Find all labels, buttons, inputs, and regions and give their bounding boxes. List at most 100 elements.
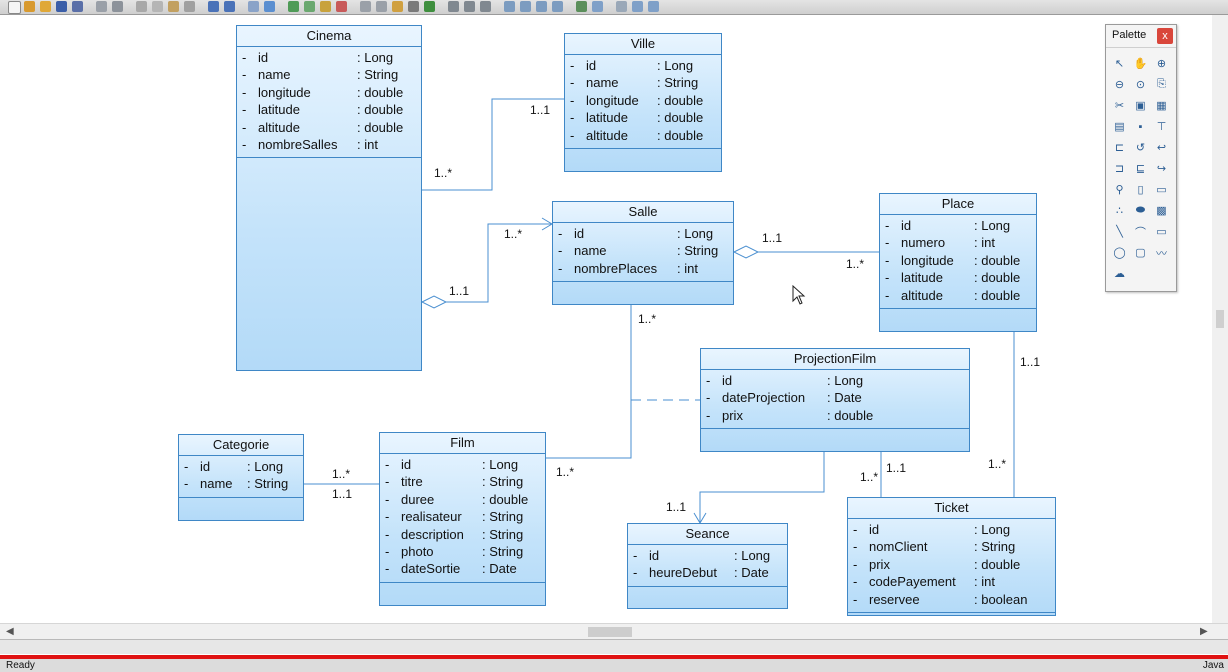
attribute-type: : String bbox=[657, 75, 699, 91]
layout-icon[interactable] bbox=[360, 1, 371, 12]
diagram-canvas[interactable]: Cinema -id: Long -name: String -longitud… bbox=[6, 15, 1212, 623]
link-tool-icon[interactable] bbox=[408, 1, 419, 12]
class-salle[interactable]: Salle -id: Long -name: String -nombrePla… bbox=[552, 201, 734, 305]
cascade-icon[interactable] bbox=[648, 1, 659, 12]
redo-icon[interactable] bbox=[224, 1, 235, 12]
forward-icon[interactable] bbox=[480, 1, 491, 12]
paste-icon[interactable] bbox=[168, 1, 179, 12]
attribute-type: : String bbox=[482, 543, 524, 559]
ellipse-icon[interactable]: ◯ bbox=[1113, 247, 1126, 259]
horizontal-scrollbar-thumb[interactable] bbox=[588, 627, 632, 637]
diagram-icon[interactable] bbox=[592, 1, 603, 12]
zoom-fit-icon[interactable]: ⊙ bbox=[1135, 79, 1146, 91]
association-icon[interactable]: ⊏ bbox=[1114, 142, 1125, 154]
properties-icon[interactable] bbox=[248, 1, 259, 12]
return-arrow-icon[interactable]: ↩ bbox=[1156, 142, 1167, 154]
pen-icon[interactable] bbox=[392, 1, 403, 12]
comment-icon[interactable]: ▭ bbox=[1156, 184, 1167, 196]
rounded-rect-icon[interactable]: ▢ bbox=[1135, 247, 1146, 259]
model-icon[interactable] bbox=[576, 1, 587, 12]
save-all-icon[interactable] bbox=[72, 1, 83, 12]
view-list-icon[interactable] bbox=[520, 1, 531, 12]
check-model-icon[interactable] bbox=[336, 1, 347, 12]
table-icon[interactable]: ▦ bbox=[1156, 100, 1167, 112]
class-film[interactable]: Film -id: Long -titre: String -duree: do… bbox=[379, 432, 546, 606]
print-preview-icon[interactable] bbox=[96, 1, 107, 12]
class-seance[interactable]: Seance -id: Long -heureDebut: Date bbox=[627, 523, 788, 609]
aggregation-icon[interactable]: ⊐ bbox=[1114, 163, 1125, 175]
text-box-icon[interactable]: ▩ bbox=[1156, 205, 1167, 217]
undo-icon[interactable] bbox=[208, 1, 219, 12]
vertical-scrollbar-thumb[interactable] bbox=[1216, 310, 1224, 328]
dependency-icon[interactable]: ↺ bbox=[1135, 142, 1146, 154]
palette-close-button[interactable]: x bbox=[1157, 28, 1173, 44]
visibility: - bbox=[242, 50, 247, 65]
class-ville[interactable]: Ville -id: Long -name: String -longitude… bbox=[564, 33, 722, 172]
save-icon[interactable] bbox=[56, 1, 67, 12]
text-tool-icon[interactable] bbox=[424, 1, 435, 12]
attribute-row: -longitude: double bbox=[237, 84, 421, 101]
scroll-left-icon[interactable]: ◀ bbox=[6, 626, 14, 637]
back-icon[interactable] bbox=[464, 1, 475, 12]
tile-icon[interactable] bbox=[632, 1, 643, 12]
window-icon[interactable] bbox=[616, 1, 627, 12]
pin-icon[interactable]: ⚲ bbox=[1115, 184, 1124, 196]
composition-icon[interactable]: ⊑ bbox=[1135, 163, 1146, 175]
stamp-icon[interactable]: ⎘ bbox=[1157, 78, 1166, 90]
class-projection-film[interactable]: ProjectionFilm -id: Long -dateProjection… bbox=[700, 348, 970, 452]
freeform-icon[interactable]: ☁ bbox=[1114, 268, 1125, 280]
cut-icon[interactable] bbox=[136, 1, 147, 12]
multiplicity-label: 1..* bbox=[504, 227, 523, 241]
note-icon[interactable]: ▯ bbox=[1137, 184, 1144, 196]
package-tool-icon[interactable] bbox=[304, 1, 315, 12]
hand-icon[interactable]: ✋ bbox=[1133, 58, 1148, 70]
horizontal-scrollbar[interactable]: ◀ ▶ bbox=[0, 623, 1228, 640]
polyline-icon[interactable]: 〰 bbox=[1156, 247, 1167, 260]
attribute-name: dateProjection bbox=[722, 390, 806, 406]
view-browser-icon[interactable] bbox=[552, 1, 563, 12]
nodes-icon[interactable]: ∴ bbox=[1116, 205, 1123, 217]
fill-icon[interactable] bbox=[448, 1, 459, 12]
view-tree-icon[interactable] bbox=[536, 1, 547, 12]
class-tool-icon[interactable] bbox=[288, 1, 299, 12]
scroll-right-icon[interactable]: ▶ bbox=[1200, 626, 1208, 637]
open-folder-icon[interactable] bbox=[40, 1, 51, 12]
cut-icon[interactable]: ✂ bbox=[1114, 100, 1125, 112]
zoom-out-icon[interactable]: ⊖ bbox=[1114, 79, 1125, 91]
open-icon[interactable] bbox=[24, 1, 35, 12]
class-cinema[interactable]: Cinema -id: Long -name: String -longitud… bbox=[236, 25, 422, 371]
hierarchy-icon[interactable]: ⊤ bbox=[1156, 121, 1167, 133]
link-icon[interactable]: ↪ bbox=[1156, 163, 1167, 175]
zoom-in-icon[interactable]: ⊕ bbox=[1156, 58, 1167, 70]
class-ticket[interactable]: Ticket -id: Long -nomClient: String -pri… bbox=[847, 497, 1056, 616]
line-icon[interactable]: ╲ bbox=[1116, 226, 1123, 238]
print-icon[interactable] bbox=[112, 1, 123, 12]
attribute-name: latitude bbox=[901, 270, 943, 286]
attribute-type: : int bbox=[974, 574, 995, 590]
rounded-shape-icon[interactable]: ⬬ bbox=[1135, 204, 1146, 216]
attribute-compartment: -id: Long -nomClient: String -prix: doub… bbox=[848, 519, 1055, 613]
image-icon[interactable]: ▣ bbox=[1135, 100, 1146, 112]
delete-icon[interactable] bbox=[184, 1, 195, 12]
rectangle-icon[interactable]: ▭ bbox=[1156, 226, 1167, 238]
attribute-name: longitude bbox=[586, 92, 639, 108]
class-categorie[interactable]: Categorie -id: Long -name: String bbox=[178, 434, 304, 521]
new-file-icon[interactable] bbox=[8, 1, 21, 14]
view-diagram-icon[interactable] bbox=[504, 1, 515, 12]
align-icon[interactable] bbox=[376, 1, 387, 12]
generate-icon[interactable] bbox=[320, 1, 331, 12]
class-name: Seance bbox=[628, 524, 787, 545]
arc-icon[interactable]: ⌒ bbox=[1135, 226, 1146, 239]
help-icon[interactable] bbox=[264, 1, 275, 12]
vertical-scrollbar[interactable] bbox=[1212, 15, 1228, 623]
class-icon[interactable]: ▤ bbox=[1114, 121, 1125, 133]
mouse-cursor-icon bbox=[792, 285, 806, 305]
attribute-row: -longitude: double bbox=[880, 252, 1036, 269]
copy-icon[interactable] bbox=[152, 1, 163, 12]
toolbar bbox=[0, 0, 1228, 15]
point-icon[interactable]: ▪ bbox=[1138, 120, 1143, 133]
visibility: - bbox=[633, 565, 638, 581]
class-place[interactable]: Place -id: Long -numero: int -longitude:… bbox=[879, 193, 1037, 332]
select-arrow-icon[interactable]: ↖ bbox=[1114, 58, 1125, 70]
attribute-type: : double bbox=[482, 491, 529, 507]
